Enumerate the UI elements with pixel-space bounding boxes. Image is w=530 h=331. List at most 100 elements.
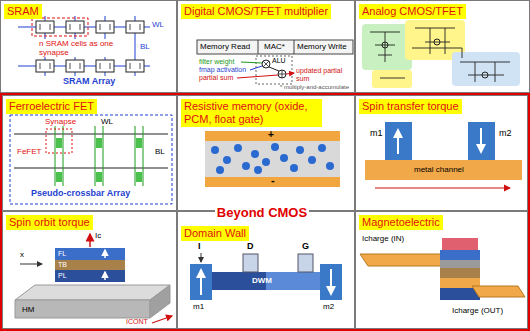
- illustration-shape: [482, 72, 488, 78]
- illustration-shape: [36, 21, 54, 33]
- illustration-shape: [152, 316, 172, 323]
- illustration-shape: [382, 42, 388, 48]
- part-label: fmap activation: [199, 66, 246, 74]
- illustration-shape: [55, 260, 125, 270]
- part-label: Synapse: [44, 117, 77, 126]
- illustration-shape: [32, 18, 88, 36]
- illustration-shape: [290, 164, 298, 172]
- illustration-shape: [308, 156, 316, 164]
- illustration-shape: [370, 28, 510, 82]
- illustration-shape: [326, 162, 334, 170]
- illustration-shape: [241, 62, 262, 63]
- part-label: I: [198, 241, 201, 251]
- illustration-shape: [243, 254, 258, 272]
- part-label: +: [268, 129, 274, 141]
- illustration-shape: [36, 60, 54, 72]
- part-label: m1: [370, 128, 383, 138]
- illustration-shape: [472, 286, 525, 297]
- illustration-shape: [242, 162, 250, 170]
- panel-title: Magnetoelectric: [359, 215, 443, 230]
- illustration-shape: [55, 248, 125, 260]
- part-label: Ic: [95, 231, 101, 240]
- part-label: SRAM Array: [62, 76, 116, 86]
- part-label: -: [271, 174, 275, 187]
- illustration-shape: [96, 138, 102, 148]
- part-label: partial sum: [199, 74, 233, 82]
- illustration-shape: [318, 144, 326, 152]
- mac-schematic: [197, 40, 353, 84]
- illustration-shape: [480, 128, 482, 152]
- illustration-shape: [262, 60, 270, 68]
- part-label: metal channel: [414, 165, 464, 174]
- illustration-shape: [96, 21, 114, 33]
- illustration-shape: [271, 143, 279, 151]
- illustration-shape: [296, 146, 304, 154]
- illustration-shape: [15, 285, 170, 300]
- part-label: m2: [499, 128, 512, 138]
- illustration-shape: [372, 70, 412, 88]
- illustration-shape: [298, 254, 313, 272]
- part-label: PL: [58, 272, 67, 280]
- illustration-shape: [262, 158, 270, 166]
- part-label: filter weight: [199, 58, 234, 66]
- illustration-shape: [150, 285, 170, 318]
- magnetoelectric-device: [360, 238, 525, 300]
- part-label: WL: [100, 117, 114, 126]
- illustration-shape: [104, 272, 106, 280]
- illustration-shape: [440, 268, 480, 278]
- part-label: MAC*: [264, 42, 285, 51]
- illustration-shape: [143, 126, 144, 186]
- part-label: FL: [58, 250, 66, 258]
- part-label: Memory Write: [297, 42, 347, 51]
- domain-wall-device: [190, 253, 342, 300]
- illustration-shape: [442, 238, 478, 250]
- illustration-shape: [136, 172, 142, 182]
- part-label: WL: [152, 20, 164, 29]
- illustration-shape: [263, 61, 269, 67]
- illustration-shape: [258, 40, 259, 54]
- illustration-shape: [14, 134, 168, 135]
- panel-title: Spin transfer torque: [359, 99, 462, 114]
- illustration-shape: [434, 39, 440, 45]
- illustration-shape: [280, 154, 288, 162]
- part-label: G: [302, 241, 309, 251]
- part-label: * multiply-and-accumulate: [280, 84, 349, 91]
- part-label: FeFET: [16, 147, 42, 156]
- part-label: HM: [22, 305, 34, 314]
- illustration-shape: [66, 21, 84, 33]
- illustration-shape: [385, 122, 412, 160]
- illustration-shape: [397, 130, 399, 154]
- illustration-shape: [96, 172, 102, 182]
- part-label: updated partial sum: [296, 67, 351, 83]
- region-label: Beyond CMOS: [215, 205, 309, 220]
- panel-title: Spin orbit torque: [6, 215, 93, 230]
- region-frame: Beyond CMOSFerroelectric FETResistive me…: [0, 93, 530, 331]
- illustration-shape: [256, 56, 292, 84]
- technology-panel: Spin transfer torque: [355, 95, 528, 211]
- illustration-shape: [200, 270, 202, 295]
- illustration-shape: [254, 166, 262, 174]
- technology-panel: Domain Wall: [177, 211, 355, 329]
- illustration-shape: [14, 168, 168, 169]
- illustration-shape: [126, 21, 144, 33]
- illustration-shape: [278, 70, 286, 78]
- panel-title: Domain Wall: [181, 226, 249, 241]
- illustration-shape: [278, 70, 286, 78]
- illustration-shape: [197, 40, 353, 54]
- illustration-shape: [55, 126, 56, 186]
- part-label: Icharge (IN): [362, 234, 404, 243]
- stt-device: [365, 122, 522, 188]
- illustration-shape: [95, 126, 96, 186]
- part-label: Icharge (OUT): [452, 306, 503, 315]
- illustration-shape: [468, 122, 495, 160]
- illustration-shape: [320, 264, 342, 300]
- illustration-shape: [294, 40, 295, 54]
- illustration-shape: [46, 129, 72, 153]
- illustration-shape: [89, 234, 91, 247]
- panel-title: Ferroelectric FET: [6, 99, 97, 114]
- illustration-shape: [190, 264, 212, 300]
- part-label: m1: [193, 302, 204, 311]
- analog-circuit: [362, 20, 520, 88]
- illustration-shape: [365, 160, 522, 180]
